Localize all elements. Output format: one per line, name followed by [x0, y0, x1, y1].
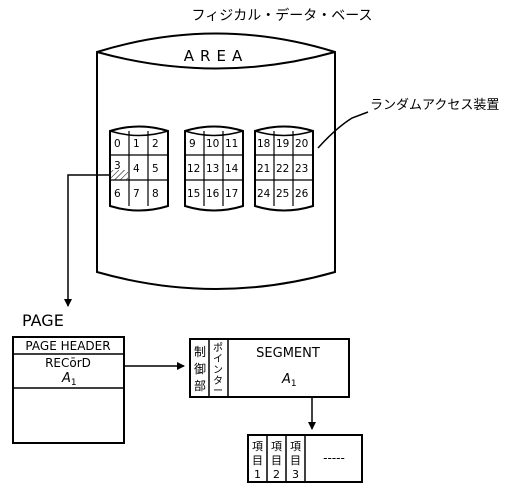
record-name-letter: A [61, 371, 71, 386]
disk-cell-number: 21 [257, 163, 270, 175]
item-number: 3 [292, 468, 299, 481]
disk-cell-number: 10 [206, 138, 219, 150]
control-section-char: 部 [194, 378, 206, 393]
record-name-subscript: 1 [71, 378, 77, 388]
area-label: AREA [184, 47, 248, 65]
disk-cell-number: 15 [187, 188, 200, 200]
items-ellipsis: ----- [323, 451, 345, 465]
disk-cell-number: 4 [133, 163, 140, 175]
disk-cell-number: 12 [187, 163, 200, 175]
item-char: 項 [271, 440, 282, 453]
segment-name-subscript: 1 [291, 379, 297, 389]
page-record-label: RECōrD [45, 356, 91, 370]
page-label: PAGE [22, 311, 64, 330]
page-header-label: PAGE HEADER [25, 339, 110, 353]
disk-cell-number: 9 [189, 138, 196, 150]
pointer-section-char: ン [213, 365, 223, 376]
item-char: 目 [271, 454, 282, 467]
item-char: 項 [252, 440, 263, 453]
segment-title: SEGMENT [256, 346, 320, 361]
disk-cell-number: 20 [295, 138, 308, 150]
disk-cell-number: 19 [276, 138, 289, 150]
disk-cell-number: 26 [295, 188, 309, 200]
disk-cell-number: 5 [152, 163, 159, 175]
disk-cell-number: 11 [225, 138, 238, 150]
pointer-section-char: イ [213, 354, 223, 365]
item-char: 目 [252, 454, 263, 467]
disk-cell-number: 3 [114, 160, 121, 172]
diagram-title: フィジカル・データ・ベース [191, 7, 372, 24]
disk-cell-number: 0 [114, 138, 121, 150]
disk-cell-number: 25 [276, 188, 289, 200]
item-number: 1 [254, 468, 261, 481]
segment-name-letter: A [281, 372, 291, 387]
disk-cell-number: 23 [295, 163, 308, 175]
item-char: 項 [290, 440, 301, 453]
disk-cell-number: 7 [133, 188, 140, 200]
disk-cell-number: 8 [152, 188, 159, 200]
items-box [248, 435, 362, 482]
disk-cell-number: 16 [206, 188, 220, 200]
disk-cell-number: 18 [257, 138, 270, 150]
disk-cell-number: 6 [114, 188, 121, 200]
control-section-char: 制 [194, 345, 206, 359]
control-section-char: 御 [194, 361, 206, 376]
random-access-device-label: ランダムアクセス装置 [370, 98, 499, 113]
item-number: 2 [273, 468, 280, 481]
pointer-section-char: ポ [213, 342, 223, 354]
disk-cell-number: 17 [225, 188, 238, 200]
disk-cell-number: 1 [133, 138, 140, 150]
disk-cell-number: 22 [276, 163, 289, 175]
disk-cell-number: 14 [225, 163, 239, 175]
item-char: 目 [290, 454, 301, 467]
pointer-section-char: ー [213, 386, 223, 397]
disk-cell-number: 24 [257, 188, 271, 200]
disk-cell-number: 13 [206, 163, 219, 175]
disk-cell-number: 2 [152, 138, 159, 150]
